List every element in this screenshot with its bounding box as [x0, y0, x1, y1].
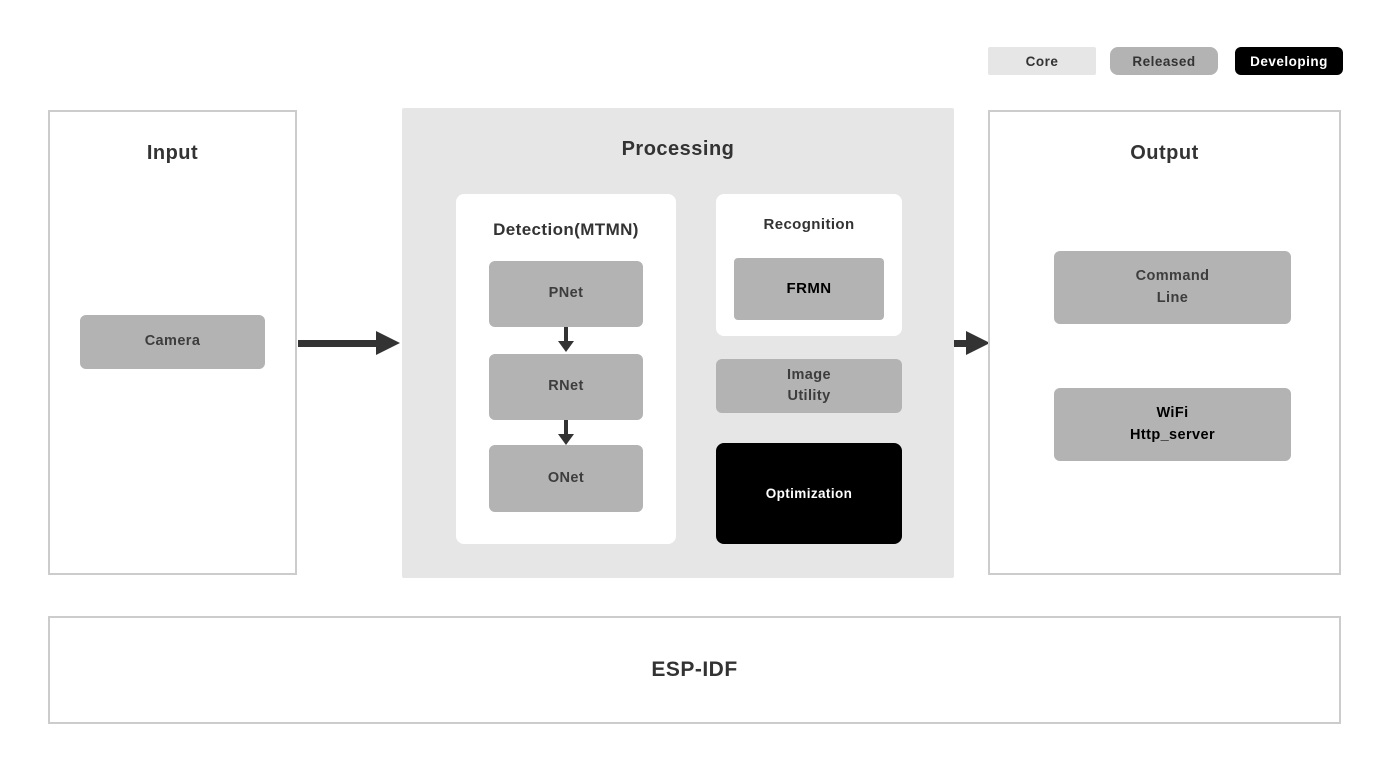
- arrow-input-to-processing-head: [376, 331, 400, 355]
- wifi-http-server-node: WiFi Http_server: [1054, 388, 1291, 461]
- detection-card-title: Detection(MTMN): [493, 220, 639, 239]
- camera-node: Camera: [80, 315, 265, 369]
- wifi-label-line2: Http_server: [1130, 426, 1215, 443]
- frmn-node: FRMN: [734, 258, 884, 320]
- command-line-label-line1: Command: [1135, 268, 1210, 285]
- output-panel: Output Command Line WiFi Http_server: [988, 110, 1341, 575]
- input-panel-title: Input: [146, 142, 199, 164]
- recognition-card-title: Recognition: [763, 216, 855, 233]
- image-utility-node: Image Utility: [716, 359, 902, 413]
- arrow-rnet-to-onet-line: [564, 420, 568, 434]
- legend-item-core: Core: [988, 47, 1096, 75]
- processing-panel: Processing Detection(MTMN) PNet RNet ONe…: [402, 108, 954, 578]
- output-panel-title: Output: [1130, 142, 1199, 164]
- processing-panel-title: Processing: [621, 138, 735, 160]
- optimization-node: Optimization: [716, 443, 902, 544]
- esp-idf-panel: ESP-IDF: [48, 616, 1341, 724]
- arrow-pnet-to-rnet-line: [564, 327, 568, 341]
- arrow-input-to-processing-line: [298, 340, 378, 347]
- rnet-node: RNet: [489, 354, 643, 420]
- arrow-processing-to-output-line: [954, 340, 968, 347]
- input-panel: Input Camera: [48, 110, 297, 575]
- onet-node: ONet: [489, 445, 643, 512]
- arrow-rnet-to-onet-head: [558, 434, 574, 445]
- wifi-label-line1: WiFi: [1156, 405, 1189, 422]
- esp-idf-title: ESP-IDF: [651, 658, 738, 681]
- detection-card: Detection(MTMN) PNet RNet ONet: [456, 194, 676, 544]
- arrow-pnet-to-rnet-head: [558, 341, 574, 352]
- image-utility-label-line2: Utility: [787, 388, 831, 404]
- legend-item-developing: Developing: [1235, 47, 1343, 75]
- image-utility-label-line1: Image: [787, 366, 831, 383]
- pnet-node: PNet: [489, 261, 643, 327]
- command-line-node: Command Line: [1054, 251, 1291, 324]
- recognition-card: Recognition FRMN: [716, 194, 902, 336]
- arrow-processing-to-output-head: [966, 331, 990, 355]
- command-line-label-line2: Line: [1156, 289, 1189, 306]
- legend-item-released: Released: [1110, 47, 1218, 75]
